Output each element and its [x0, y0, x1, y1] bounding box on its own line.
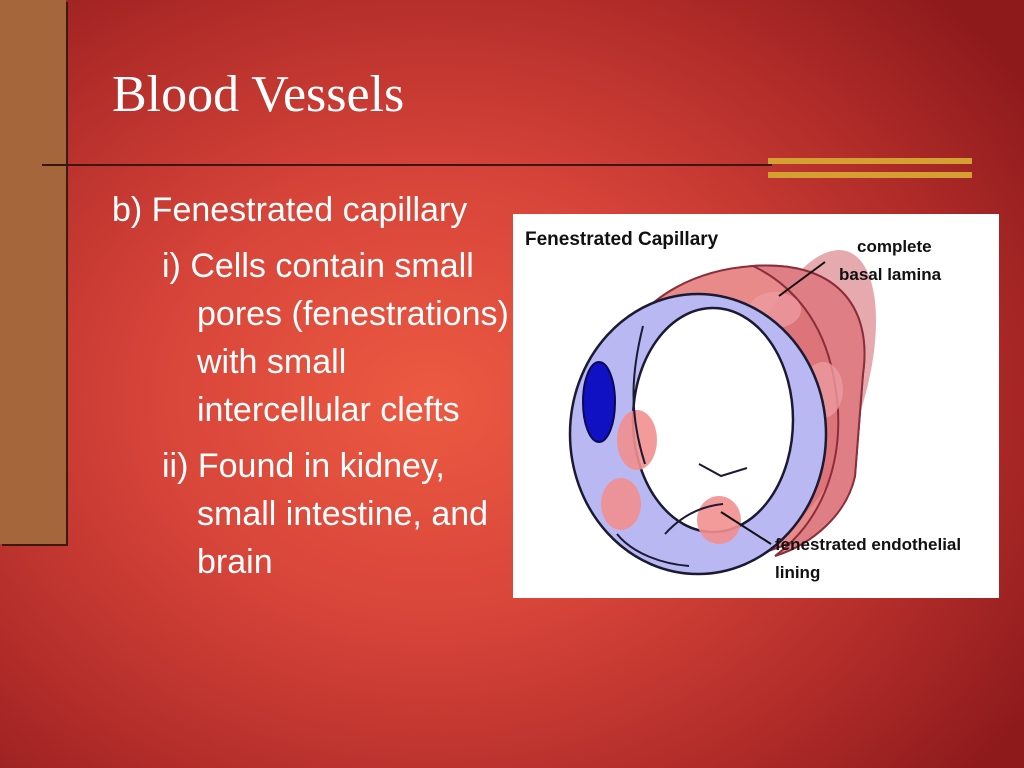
bullet-list: b) Fenestrated capillary i) Cells contai… — [112, 186, 512, 586]
label-basal-lamina: basal lamina — [839, 265, 942, 284]
lining-leader — [720, 511, 772, 545]
slide-title: Blood Vessels — [112, 66, 405, 123]
bullet-cells-contain-pores: i) Cells contain small pores (fenestrati… — [162, 247, 509, 429]
bullet-found-in: ii) Found in kidney, small intestine, an… — [162, 447, 489, 581]
accent-line-bottom — [768, 172, 972, 178]
decorative-side-bar — [0, 0, 66, 544]
label-lining: lining — [775, 563, 820, 582]
label-fenestrated-endothelial: fenestrated endothelial — [775, 535, 961, 554]
nucleus-shape — [582, 361, 616, 443]
diagram-title: Fenestrated Capillary — [525, 229, 719, 250]
endothelial-lining-ring — [568, 292, 828, 576]
label-complete: complete — [857, 237, 932, 256]
accent-line-top — [768, 158, 972, 164]
basal-lamina-leader — [778, 261, 826, 297]
bullet-fenestrated-capillary: b) Fenestrated capillary — [112, 191, 468, 229]
capillary-diagram-svg: Fenestrated Capillary complete basal lam… — [525, 229, 961, 582]
fenestrated-capillary-diagram: Fenestrated Capillary complete basal lam… — [513, 214, 999, 598]
title-divider-line — [42, 164, 772, 166]
